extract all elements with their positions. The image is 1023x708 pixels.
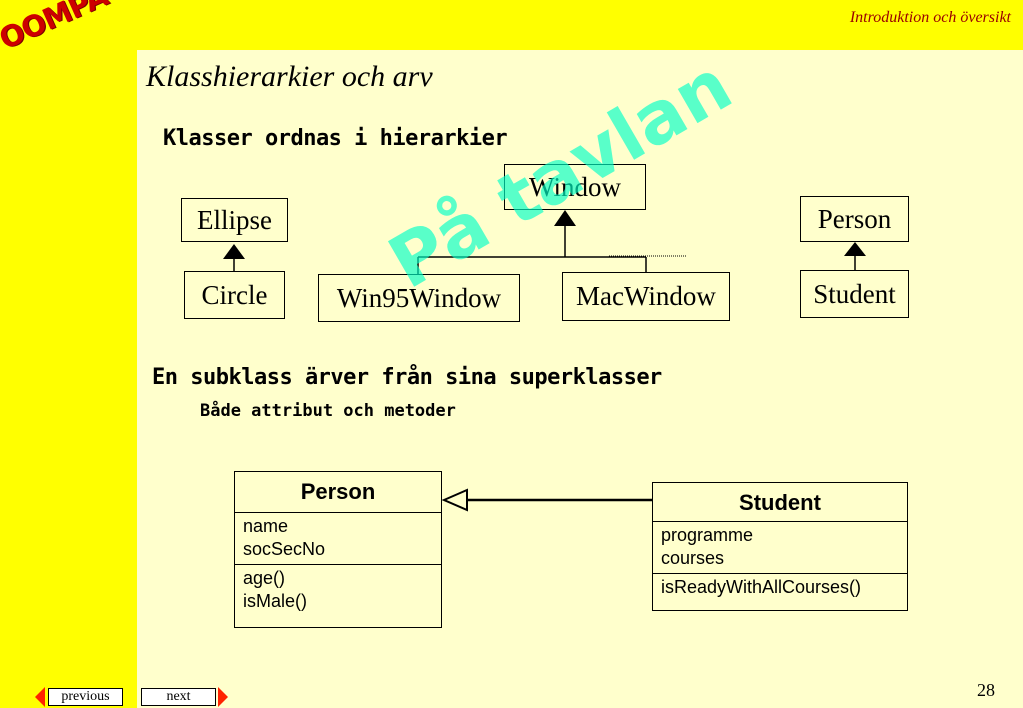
- inheritance-arrow-person: [844, 242, 866, 256]
- uml-student-methods: isReadyWithAllCourses(): [653, 573, 907, 602]
- uml-person-method-age: age(): [243, 568, 286, 588]
- uml-person-methods: age() isMale(): [235, 564, 441, 616]
- uml-person-attr-socsecno: socSecNo: [243, 539, 326, 559]
- previous-arrow-icon[interactable]: [35, 687, 45, 707]
- section-title: Introduktion och översikt: [849, 9, 1011, 26]
- inheritance-arrow-ellipse: [223, 244, 245, 259]
- inheritance-arrow-window: [554, 210, 576, 226]
- page-number: 28: [977, 680, 995, 700]
- next-button[interactable]: next: [141, 688, 216, 706]
- class-box-window: Window: [504, 164, 646, 210]
- bullet-hierarchies: Klasser ordnas i hierarkier: [163, 126, 508, 151]
- bullet-attributes-and-methods: Både attribut och metoder: [200, 401, 456, 421]
- class-box-macwindow: MacWindow: [562, 272, 730, 321]
- uml-person-name: Person: [235, 472, 441, 513]
- uml-student-attr-courses: courses: [661, 548, 725, 568]
- class-box-student: Student: [800, 270, 909, 318]
- uml-student-method-isready: isReadyWithAllCourses(): [661, 577, 862, 597]
- uml-student-name: Student: [653, 483, 907, 522]
- uml-person-attributes: name socSecNo: [235, 513, 441, 564]
- uml-person-attr-name: name: [243, 516, 289, 536]
- sidebar: [0, 0, 137, 708]
- uml-generalization-arrow: [441, 488, 468, 512]
- uml-class-person: Person name socSecNo age() isMale(): [234, 471, 442, 628]
- uml-student-attributes: programme courses: [653, 522, 907, 573]
- class-box-ellipse: Ellipse: [181, 198, 288, 242]
- uml-class-student: Student programme courses isReadyWithAll…: [652, 482, 908, 611]
- next-arrow-icon[interactable]: [218, 687, 228, 707]
- uml-student-attr-programme: programme: [661, 525, 754, 545]
- uml-person-method-ismale: isMale(): [243, 591, 308, 611]
- class-box-circle: Circle: [184, 271, 285, 319]
- class-box-person: Person: [800, 196, 909, 242]
- class-box-win95window: Win95Window: [318, 274, 520, 322]
- header-bar: [0, 0, 1023, 50]
- previous-button[interactable]: previous: [48, 688, 123, 706]
- slide-title: Klasshierarkier och arv: [146, 60, 433, 93]
- bullet-subclass-inherits: En subklass ärver från sina superklasser: [152, 365, 662, 390]
